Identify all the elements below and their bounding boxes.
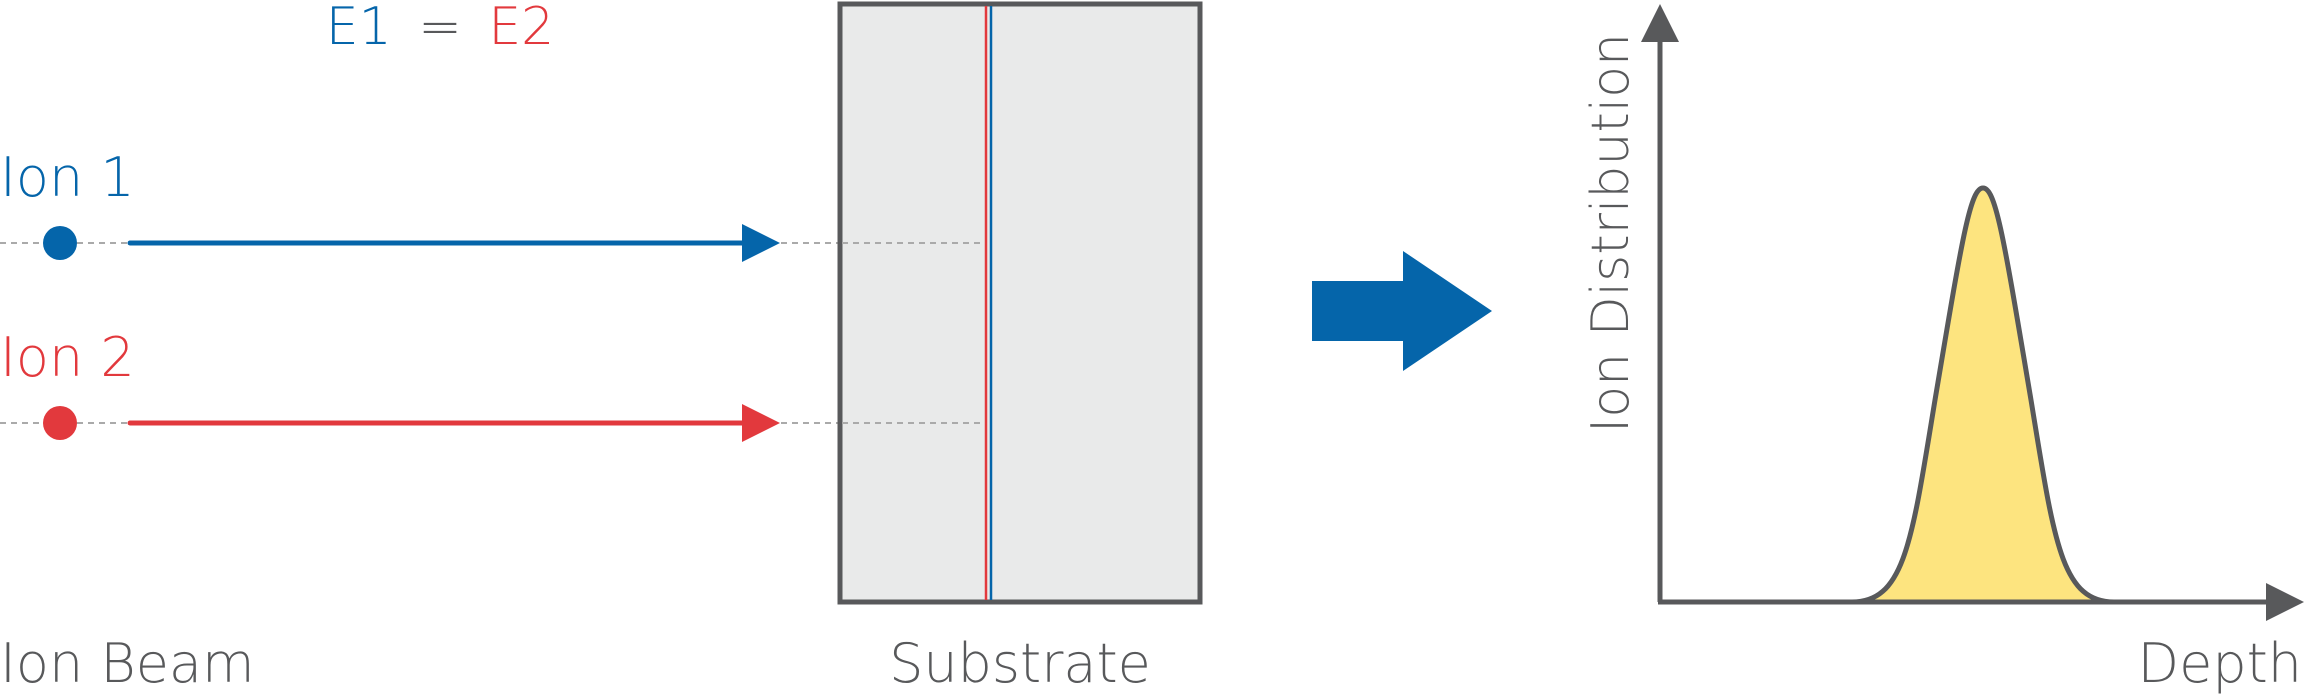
y-axis-arrowhead	[1641, 4, 1679, 42]
ion-2-arrowhead	[742, 404, 780, 442]
process-arrow	[1312, 251, 1492, 371]
equation-op: =	[418, 0, 462, 57]
ion-2-label: Ion 2	[0, 326, 135, 389]
ion-2-dot	[43, 406, 77, 440]
distribution-peak	[1851, 185, 2115, 605]
ion-1-dot	[43, 226, 77, 260]
equation-left: E1	[326, 0, 392, 57]
equation-right: E2	[488, 0, 554, 57]
y-axis-label: Ion Distribution	[1581, 33, 1641, 433]
substrate-label: Substrate	[889, 632, 1151, 695]
ion-1-arrowhead	[742, 224, 780, 262]
equation: E1 = E2	[326, 0, 555, 57]
ion-beam-label: Ion Beam	[0, 632, 255, 695]
x-axis-label: Depth	[2138, 632, 2302, 695]
substrate-block	[837, 1, 1203, 605]
ion-1-label: Ion 1	[0, 146, 135, 209]
x-axis-arrowhead	[2266, 583, 2304, 621]
